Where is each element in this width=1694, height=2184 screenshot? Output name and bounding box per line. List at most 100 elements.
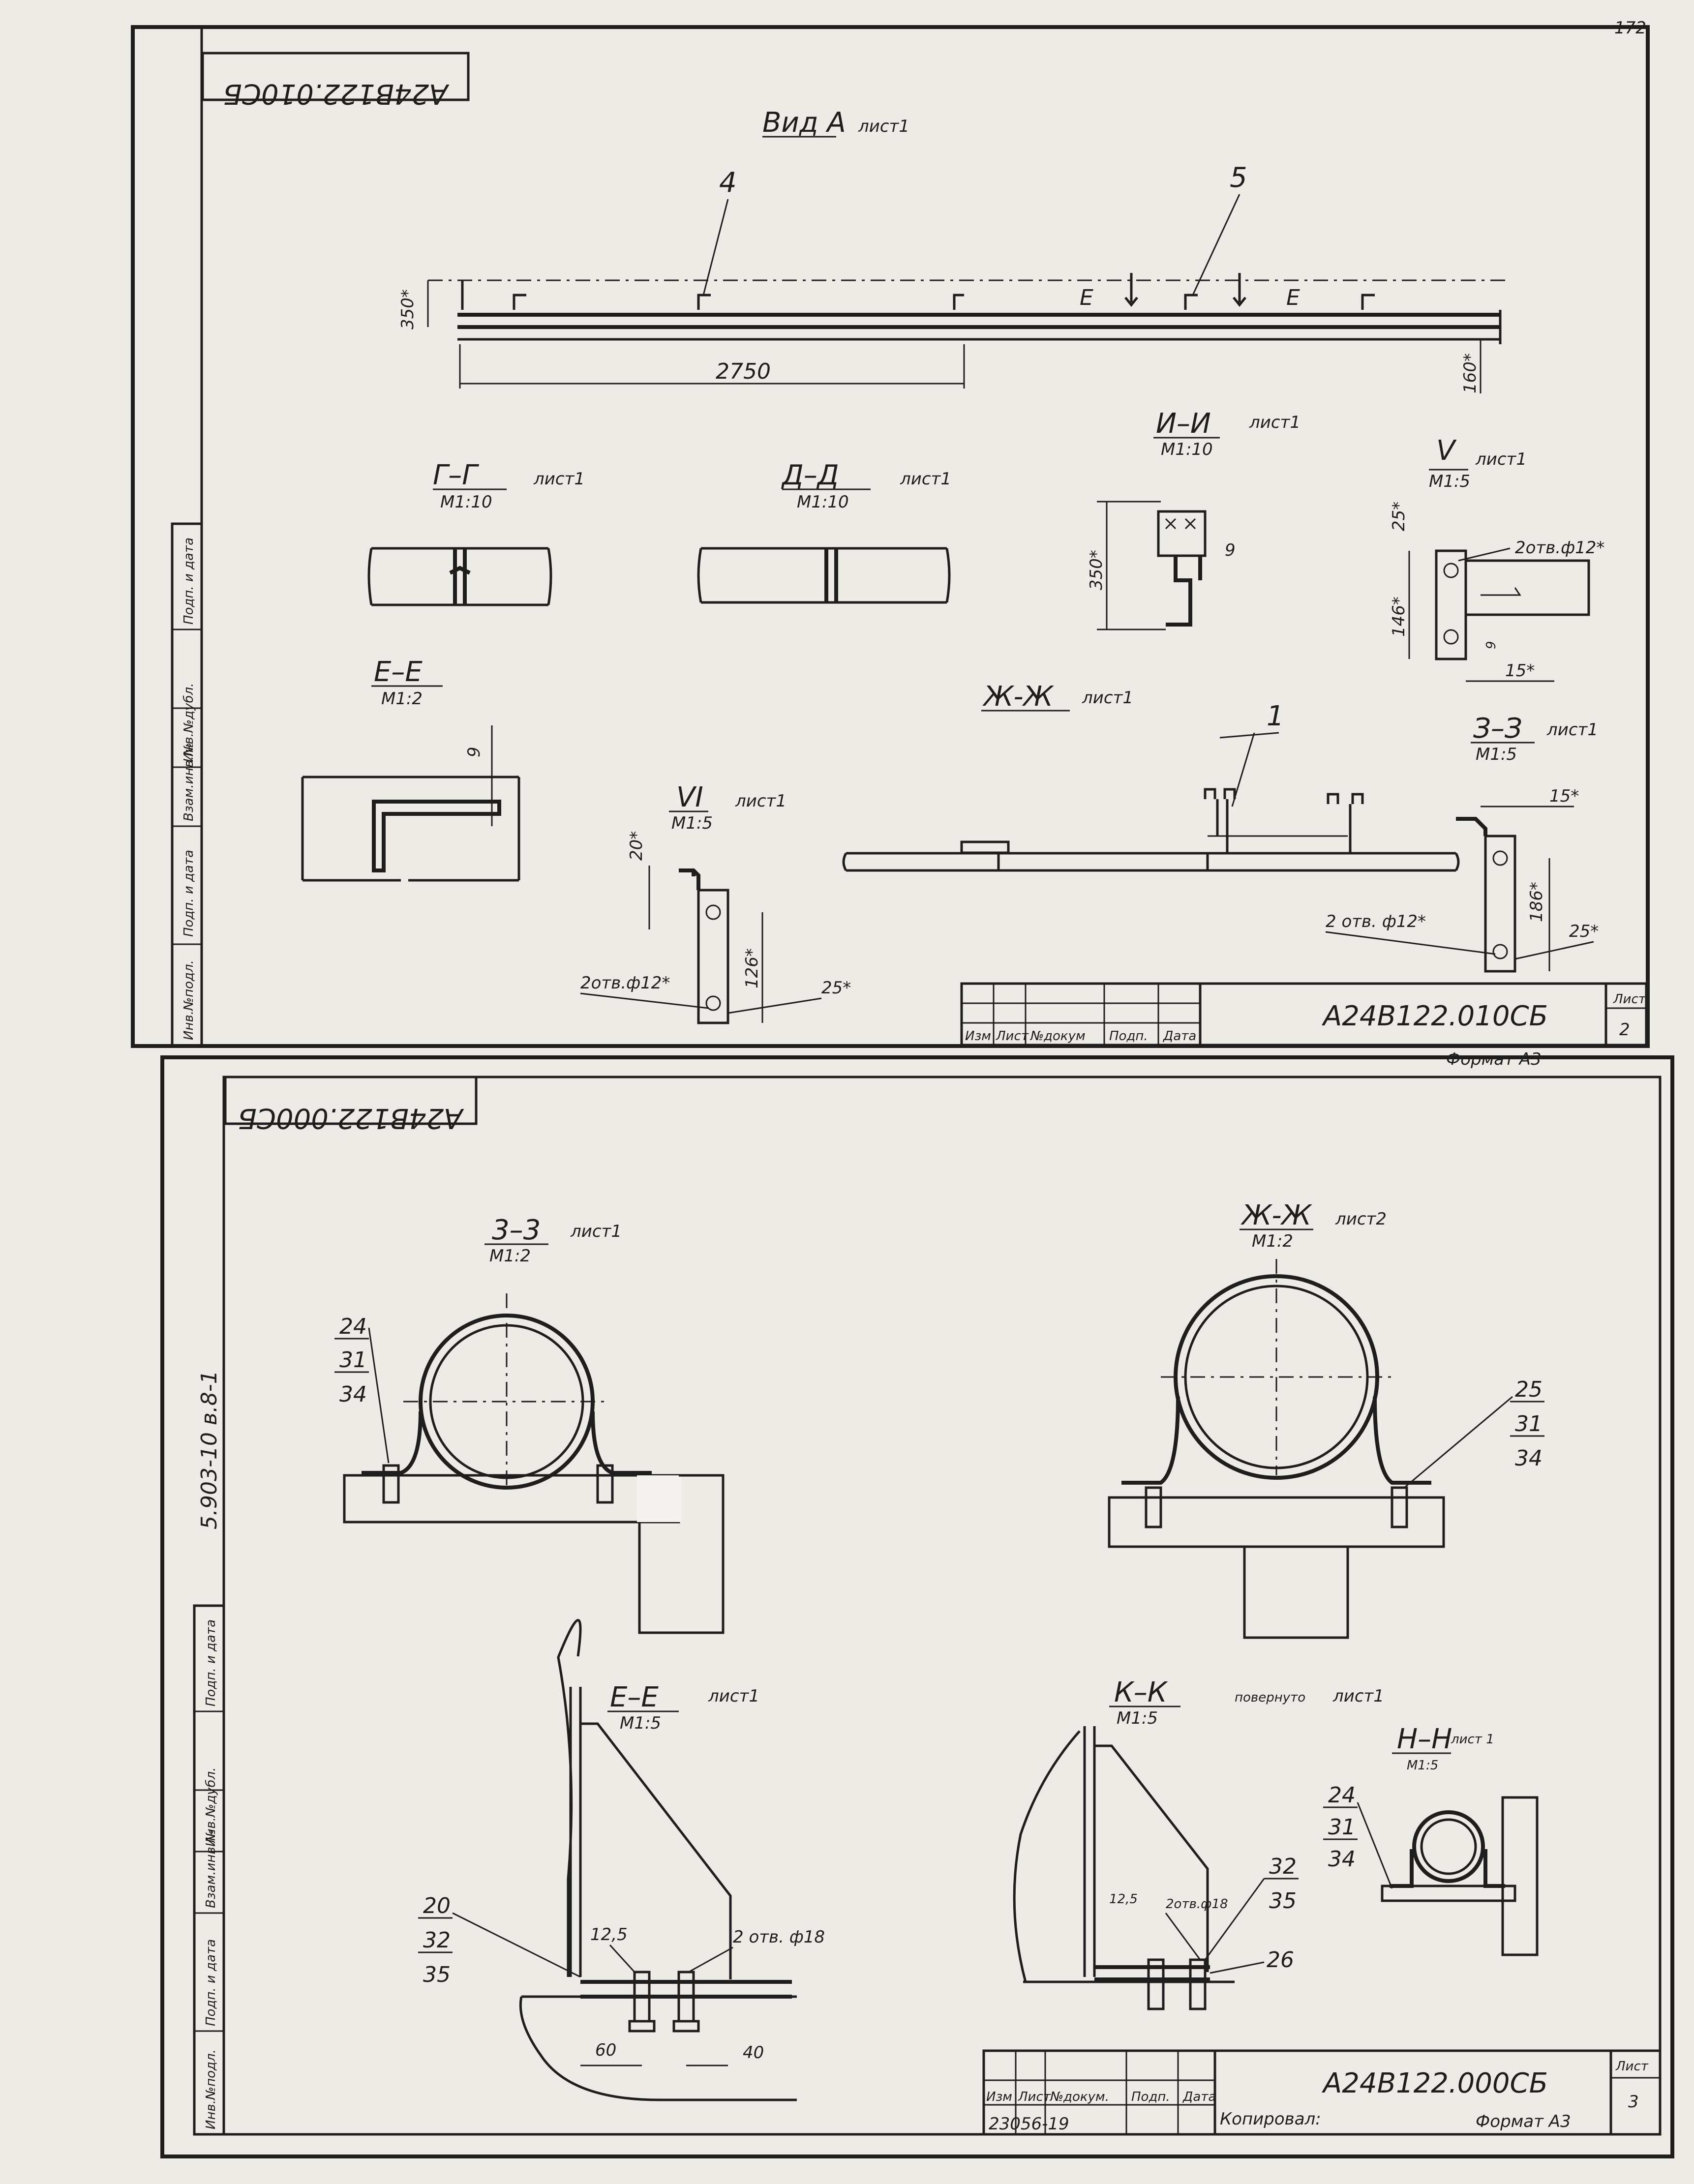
svg-text:186*: 186* [1527,882,1546,922]
svg-text:М1:2: М1:2 [381,689,423,709]
svg-text:32: 32 [1269,1854,1297,1879]
svg-text:VI: VI [676,781,703,813]
svg-text:1: 1 [1267,700,1284,732]
svg-text:2отв.ф12*: 2отв.ф12* [1515,538,1604,558]
svg-text:лист1: лист1 [1332,1686,1384,1706]
svg-text:лист1: лист1 [1475,449,1527,469]
svg-text:Изм: Изм [986,2090,1012,2104]
view-vi: VI лист1 М1:5 20* 126* 2отв.ф12* 25* [580,781,851,1024]
svg-text:Д–Д: Д–Д [781,459,839,491]
svg-text:Подп. и дата: Подп. и дата [182,538,196,625]
svg-text:5: 5 [1230,162,1247,194]
view-zh-zh-lower: Ж-Ж лист2 М1:2 25 31 34 [1108,1199,1544,1639]
svg-text:Дата: Дата [1182,2090,1216,2104]
svg-text:Е: Е [1080,285,1093,310]
view-z-z-lower: 3–3 лист1 М1:2 24 31 34 [334,1214,725,1634]
svg-text:Дата: Дата [1163,1029,1196,1044]
svg-text:350*: 350* [1087,550,1106,590]
svg-text:М1:5: М1:5 [1476,745,1517,764]
svg-text:лист1: лист1 [533,469,585,489]
svg-text:К–К: К–К [1114,1676,1168,1708]
svg-text:9: 9 [1484,641,1499,649]
svg-text:Инв.№подл.: Инв.№подл. [204,2049,218,2129]
view-d-d: Д–Д лист1 М1:10 [697,459,951,604]
svg-text:лист1: лист1 [1249,413,1301,432]
svg-text:3: 3 [1628,2092,1639,2112]
svg-text:25*: 25* [1569,922,1599,941]
svg-text:лист1: лист1 [858,117,909,136]
svg-text:Н–Н: Н–Н [1397,1723,1452,1755]
svg-text:32: 32 [423,1928,451,1953]
svg-text:25: 25 [1515,1377,1543,1402]
svg-text:9: 9 [464,747,484,757]
svg-text:20: 20 [423,1893,451,1918]
svg-text:лист2: лист2 [1335,1209,1387,1229]
svg-text:2отв.ф12*: 2отв.ф12* [580,973,670,993]
svg-text:Взам.инв.№: Взам.инв.№ [204,1829,218,1908]
upper-rotated-code-box [201,52,470,101]
svg-text:повернуто: повернуто [1235,1690,1305,1705]
svg-text:лист1: лист1 [708,1686,759,1706]
svg-text:лист 1: лист 1 [1451,1732,1494,1747]
svg-text:лист1: лист1 [570,1222,622,1241]
svg-text:2 отв. ф18: 2 отв. ф18 [733,1927,825,1947]
svg-text:Подп.: Подп. [1109,1029,1148,1044]
svg-text:М1:5: М1:5 [671,813,713,833]
upper-title-block: Изм Лист №докум Подп. Дата А24В122.010СБ… [960,982,1648,1069]
svg-text:2отв.ф18: 2отв.ф18 [1166,1897,1228,1912]
svg-text:Изм: Изм [965,1029,991,1044]
svg-text:М1:5: М1:5 [1407,1758,1438,1773]
lower-side-stamp: Инв.№подл. Подп. и дата Взам.инв.№ Инв.№… [193,1604,225,2136]
svg-text:Подп. и дата: Подп. и дата [204,1939,218,2026]
svg-text:лист1: лист1 [1082,688,1133,708]
svg-text:И–И: И–И [1156,408,1211,440]
svg-text:34: 34 [339,1382,367,1407]
view-z-z-upper: З–З лист1 М1:5 15* 186* 2 отв. ф12* 25* [1325,713,1599,973]
svg-text:Копировал:: Копировал: [1220,2109,1321,2129]
svg-text:160*: 160* [1460,353,1480,393]
svg-text:23056-19: 23056-19 [989,2114,1069,2134]
svg-text:24: 24 [339,1314,367,1339]
svg-text:Лист: Лист [1613,992,1646,1007]
svg-text:Г–Г: Г–Г [433,459,479,491]
svg-text:35: 35 [423,1962,451,1987]
svg-text:34: 34 [1328,1847,1356,1872]
svg-text:Лист: Лист [996,1029,1029,1044]
svg-text:V: V [1436,435,1457,467]
svg-text:А24В122.010СБ: А24В122.010СБ [1322,1000,1548,1032]
svg-text:25*: 25* [821,978,851,998]
view-zh-zh-upper: Ж-Ж лист1 1 [842,681,1460,872]
view-n-n-lower: Н–Н лист 1 М1:5 24 31 34 [1323,1723,1539,1956]
svg-text:М1:2: М1:2 [1252,1231,1293,1251]
svg-text:Е–Е: Е–Е [610,1681,659,1713]
view-v: V лист1 М1:5 2отв.ф12* 25* 146* 9 15* [1389,435,1604,682]
svg-text:М1:5: М1:5 [1429,472,1470,491]
svg-text:26: 26 [1267,1947,1294,1973]
upper-rotated-code: А24В122.010СБ [223,78,449,110]
svg-text:Вид А: Вид А [762,107,846,139]
lower-sheet: А24В122.000СБ 5.903-10 в.8-1 Инв.№подл. … [160,1055,1674,2158]
svg-text:лист1: лист1 [1546,720,1598,740]
svg-text:Взам.инв.№: Взам.инв.№ [182,743,196,821]
lower-rotated-code-box [224,1076,478,1125]
svg-text:60: 60 [595,2040,616,2060]
svg-text:М1:2: М1:2 [489,1246,531,1266]
svg-text:Инв.№подл.: Инв.№подл. [182,960,196,1040]
svg-text:15*: 15* [1505,661,1535,681]
svg-text:20*: 20* [627,831,646,861]
view-g-g: Г–Г лист1 М1:10 [367,459,585,606]
svg-text:24: 24 [1328,1783,1356,1808]
svg-text:М1:10: М1:10 [440,492,492,512]
upper-sheet: А24В122.010СБ Инв.№подл. Подп. и дата Вз… [131,25,1650,1069]
svg-text:М1:5: М1:5 [1117,1708,1158,1728]
svg-text:146*: 146* [1389,597,1409,637]
lower-side-code: 5.903-10 в.8-1 [197,1370,222,1529]
lower-rotated-code: А24В122.000СБ [238,1102,464,1134]
svg-text:34: 34 [1515,1446,1543,1471]
svg-text:2750: 2750 [716,359,771,384]
svg-text:М1:5: М1:5 [620,1713,661,1733]
svg-text:М1:10: М1:10 [797,492,849,512]
svg-text:лист1: лист1 [900,469,951,489]
svg-text:А24В122.000СБ: А24В122.000СБ [1322,2067,1548,2099]
view-i-i: И–И лист1 М1:10 350* 9 [1087,408,1301,630]
